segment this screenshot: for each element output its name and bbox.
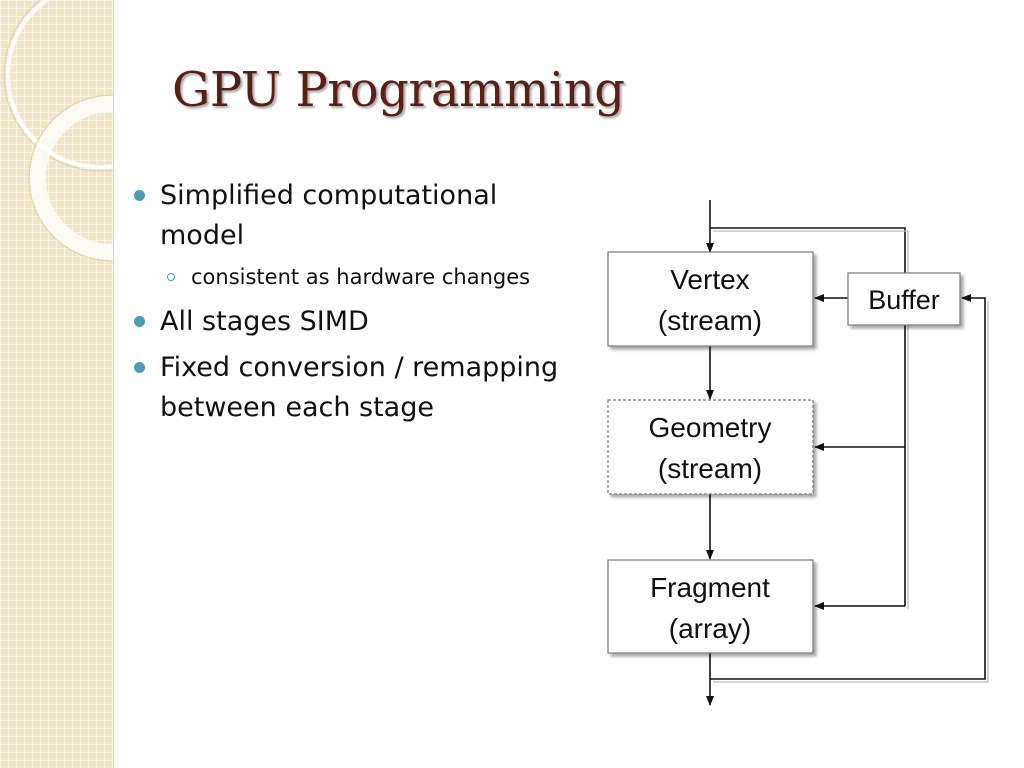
connector-shadows <box>713 230 989 683</box>
bullet-dot-icon <box>134 316 145 327</box>
bullet-item: Fixed conversion / remapping between eac… <box>132 348 570 428</box>
bullet-dot-icon <box>134 190 145 201</box>
slide-title: GPU Programming <box>172 62 625 118</box>
buffer-bus-line <box>710 227 906 606</box>
feedback-loop-arrow <box>710 294 986 680</box>
fragment-stage-box: Fragment (array) <box>607 559 814 654</box>
fragment-stage-name: Fragment <box>650 572 770 603</box>
geometry-stage-type: (stream) <box>658 453 762 484</box>
bullet-text: All stages SIMD <box>160 306 369 337</box>
geometry-stage-box: Geometry (stream) <box>607 399 814 495</box>
decorative-side-panel <box>0 0 114 768</box>
buffer-box: Buffer <box>847 272 961 326</box>
vertex-stage-box: Vertex (stream) <box>607 251 814 347</box>
geometry-stage-name: Geometry <box>649 412 772 443</box>
vertex-stage-name: Vertex <box>670 264 749 295</box>
sub-bullet-item: consistent as hardware changes <box>132 262 592 292</box>
bullet-list: Simplified computational model consisten… <box>132 176 592 434</box>
connector-lines <box>706 200 986 706</box>
fragment-stage-type: (array) <box>669 613 751 644</box>
sub-bullet-ring-icon <box>167 273 175 281</box>
bullet-item: All stages SIMD <box>132 302 570 342</box>
buffer-label: Buffer <box>868 285 940 315</box>
bullet-dot-icon <box>134 362 145 373</box>
sub-bullet-text: consistent as hardware changes <box>191 265 531 289</box>
bullet-text: Fixed conversion / remapping between eac… <box>160 352 559 423</box>
bullet-text: Simplified computational model <box>160 180 498 251</box>
vertex-stage-type: (stream) <box>658 305 762 336</box>
bullet-item: Simplified computational model <box>132 176 570 256</box>
decorative-circles <box>3 0 113 262</box>
